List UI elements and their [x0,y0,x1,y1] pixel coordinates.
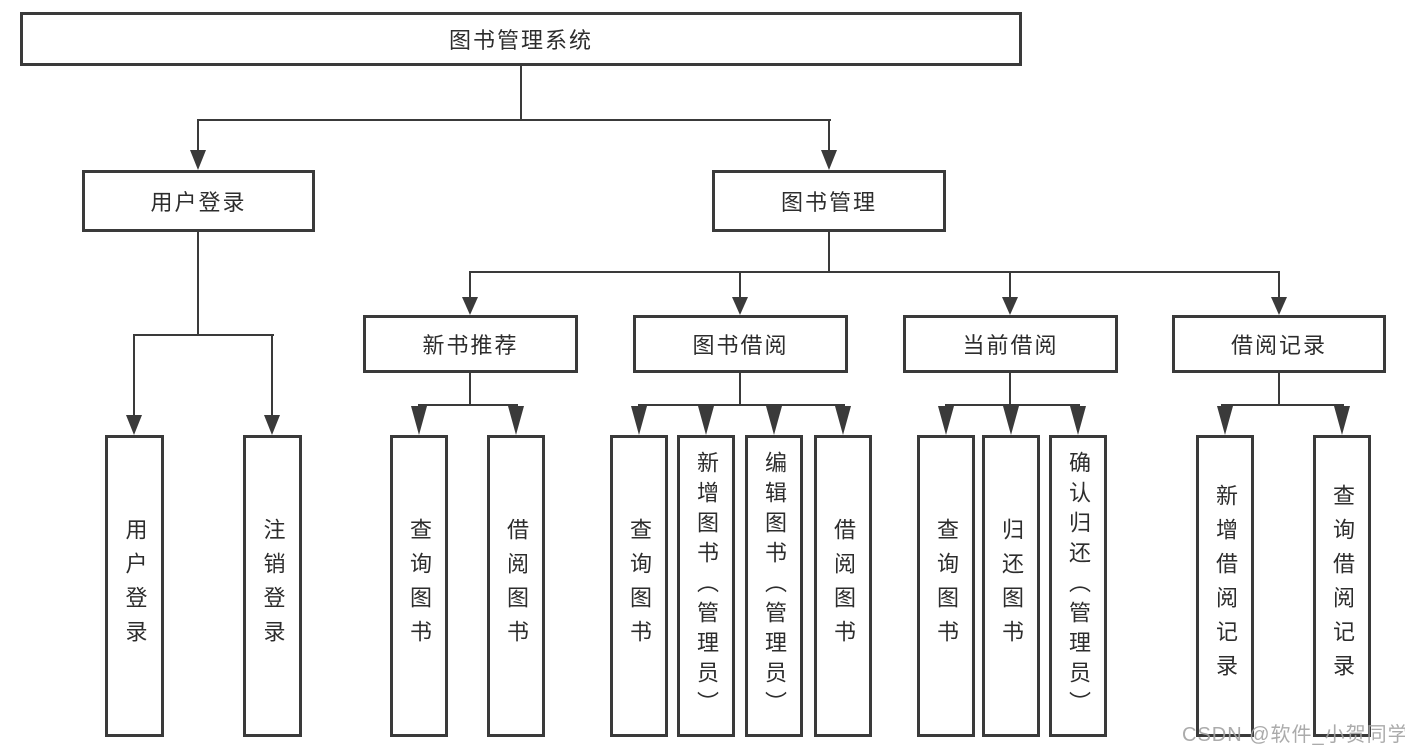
connector-line [271,334,273,416]
node-book-borrowing: 图书借阅 [633,315,848,373]
node-borrowing-edit-books-admin: 编辑图书（管理员） [745,435,803,737]
node-borrowing-records: 借阅记录 [1172,315,1386,373]
node-user-login: 用户登录 [105,435,164,737]
node-current-borrowing: 当前借阅 [903,315,1118,373]
connector-line [1009,271,1011,299]
arrowhead-icon [698,406,714,435]
csdn-watermark: CSDN @软件_小贺同学 [1182,724,1405,746]
connector-line [1221,404,1344,406]
connector-line [739,372,741,406]
connector-line [469,271,1280,273]
connector-line [1009,372,1011,406]
arrowhead-icon [462,297,478,315]
connector-line [133,334,135,416]
arrowhead-icon [411,406,427,435]
connector-line [739,271,741,299]
arrowhead-icon [190,150,206,170]
connector-line [1278,271,1280,299]
arrowhead-icon [766,406,782,435]
node-query-borrow-record: 查询借阅记录 [1313,435,1371,737]
arrowhead-icon [264,415,280,435]
connector-line [197,119,199,152]
arrowhead-icon [938,406,954,435]
connector-line [828,119,830,152]
node-current-query-books: 查询图书 [917,435,975,737]
arrowhead-icon [631,406,647,435]
connector-line [1278,372,1280,406]
node-borrowing-add-books-admin: 新增图书（管理员） [677,435,735,737]
node-root-book-management-system: 图书管理系统 [20,12,1022,66]
connector-line [469,271,471,299]
connector-line [520,64,522,121]
node-borrowing-query-books: 查询图书 [610,435,668,737]
node-return-books: 归还图书 [982,435,1040,737]
node-book-management-branch: 图书管理 [712,170,946,232]
connector-line [197,119,831,121]
arrowhead-icon [835,406,851,435]
connector-line [469,372,471,406]
arrowhead-icon [1334,406,1350,435]
arrowhead-icon [1002,297,1018,315]
arrowhead-icon [126,415,142,435]
arrowhead-icon [508,406,524,435]
arrowhead-icon [1217,406,1233,435]
connector-line [945,404,1080,406]
arrowhead-icon [821,150,837,170]
connector-line [133,334,274,336]
node-borrowing-borrow-books: 借阅图书 [814,435,872,737]
arrowhead-icon [1271,297,1287,315]
arrowhead-icon [732,297,748,315]
arrowhead-icon [1003,406,1019,435]
node-user-login-branch: 用户登录 [82,170,315,232]
connector-line [197,231,199,336]
node-recommend-query-books: 查询图书 [390,435,448,737]
node-confirm-return-admin: 确认归还（管理员） [1049,435,1107,737]
connector-line [828,231,830,273]
arrowhead-icon [1070,406,1086,435]
node-add-borrow-record: 新增借阅记录 [1196,435,1254,737]
connector-line [418,404,518,406]
node-new-book-recommend: 新书推荐 [363,315,578,373]
node-logout-login: 注销登录 [243,435,302,737]
connector-line [638,404,845,406]
node-recommend-borrow-books: 借阅图书 [487,435,545,737]
